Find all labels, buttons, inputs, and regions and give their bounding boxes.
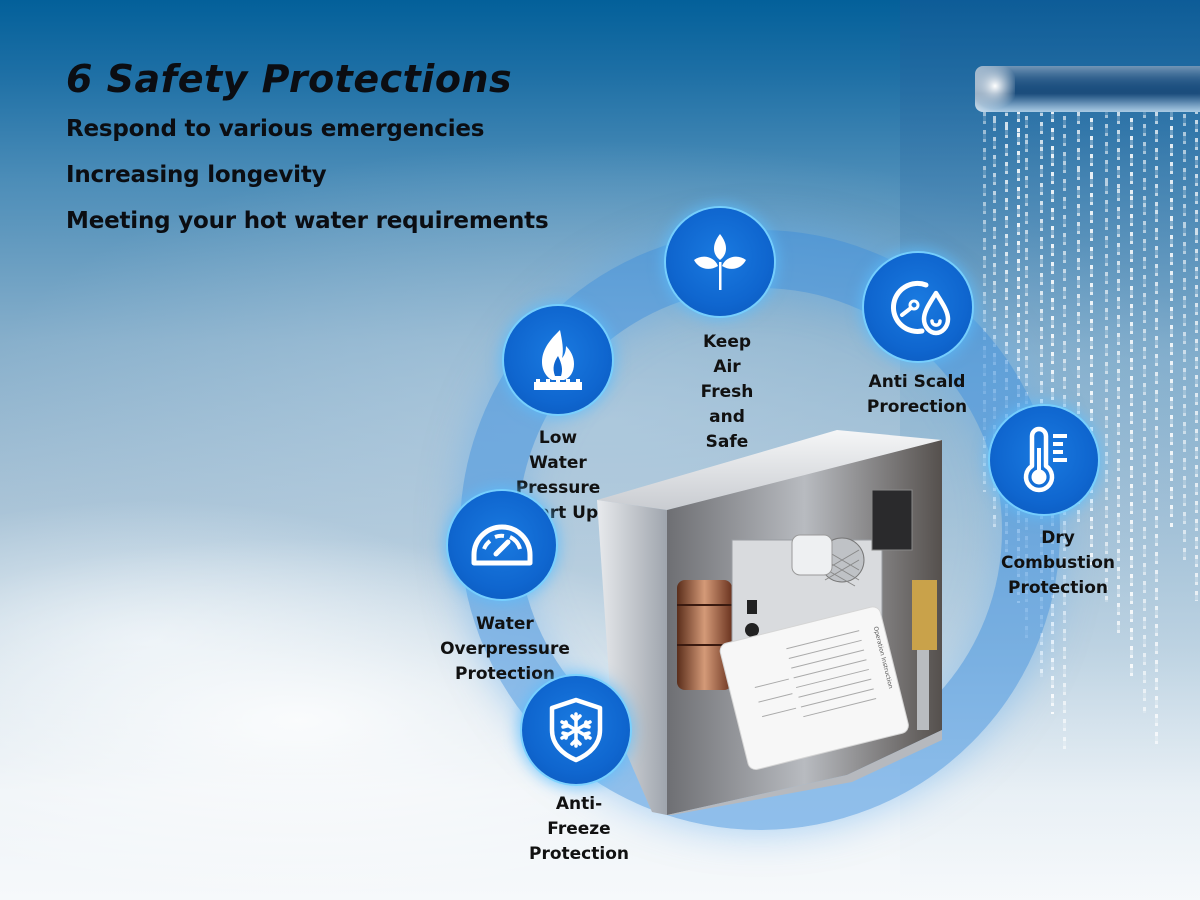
pressure-gauge-icon [448,491,556,599]
thermometer-icon [990,406,1098,514]
page-title: 6 Safety Protections [66,57,513,101]
subtitle-line-2: Increasing longevity [66,162,327,188]
subtitle-line-1: Respond to various emergencies [66,116,485,142]
plant-leaf-icon [666,208,774,316]
water-stream [1195,112,1198,601]
feature-label: Water Overpressure Protection [440,614,570,684]
water-stream [1130,112,1133,676]
shower-head-image [975,66,1200,112]
gauge-water-drop-icon [864,253,972,361]
water-stream [1005,112,1008,566]
heading-block: 6 Safety Protections Respond to various … [66,52,549,244]
water-stream [1155,112,1158,750]
feature-label: Anti Scald Prorection [866,372,968,417]
water-stream [1105,112,1108,602]
snowflake-shield-icon [522,676,630,784]
water-stream [1040,112,1043,677]
water-heater-product-image: Operation Instruction [597,430,942,815]
water-stream [1090,112,1093,565]
water-stream [1143,112,1146,713]
water-stream [1117,112,1120,639]
subtitle-line-3: Meeting your hot water requirements [66,208,549,234]
gas-flame-icon [504,306,612,414]
water-stream [983,112,986,492]
feature-label: Dry Combustion Protection [1001,528,1115,598]
water-stream [1017,112,1020,603]
water-stream [1183,112,1186,564]
feature-label: Keep Air Fresh and Safe [700,332,754,452]
water-stream [1025,112,1028,640]
feature-label: Anti-Freeze Protection [529,794,630,864]
water-stream [1077,112,1080,528]
water-stream [993,112,996,529]
water-stream [1170,112,1173,527]
